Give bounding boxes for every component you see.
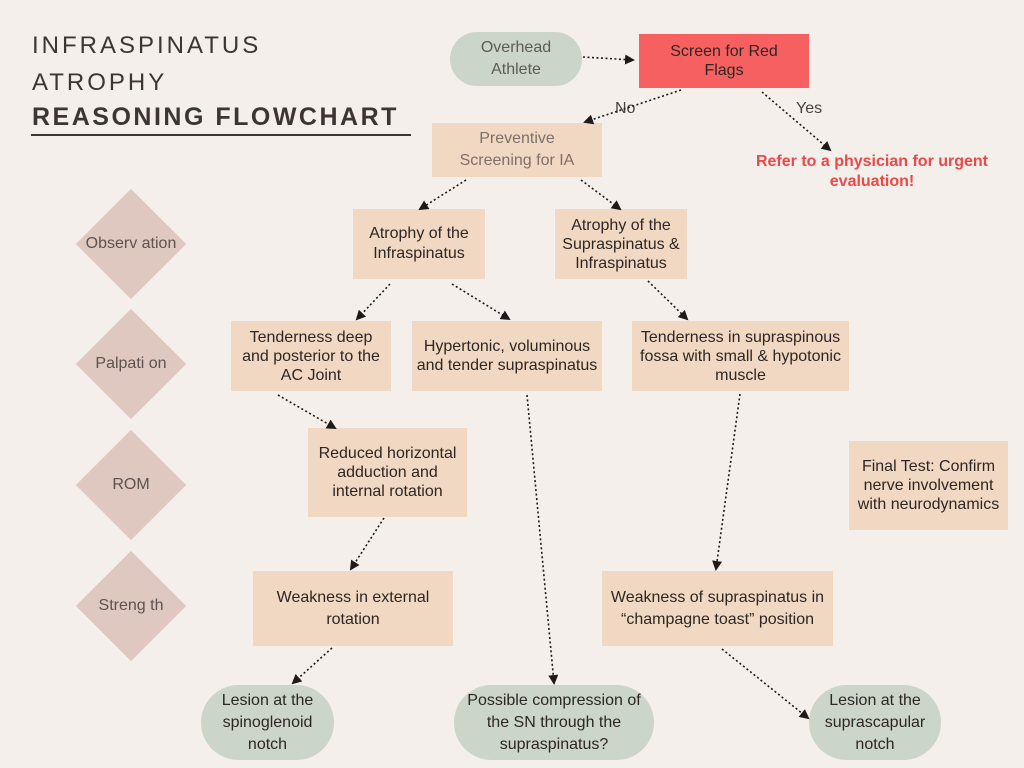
- node-possible-compression: Possible compression of the SN through t…: [454, 685, 654, 760]
- node-lesion-spinoglenoid: Lesion at the spinoglenoid notch: [201, 685, 334, 760]
- arrow-supra-to-fossa: [647, 280, 689, 321]
- node-preventive-screening: Preventive Screening for IA: [432, 123, 602, 177]
- arrow-fossa-to-weak-supra: [712, 393, 741, 571]
- title-line-3: REASONING FLOWCHART: [32, 103, 399, 131]
- stage-palpation: Palpati on: [75, 308, 187, 420]
- stage-strength: Streng th: [75, 550, 187, 662]
- stage-observation: Observ ation: [75, 188, 187, 300]
- title-underline: [31, 134, 411, 136]
- arrow-hypertonic-to-compression: [526, 394, 559, 685]
- node-atrophy-supra-infra: Atrophy of the Supraspinatus & Infraspin…: [555, 209, 687, 279]
- node-overhead-athlete: Overhead Athlete: [450, 32, 582, 86]
- refer-physician-text: Refer to a physician for urgent evaluati…: [755, 153, 989, 190]
- branch-yes-label: Yes: [796, 100, 823, 117]
- node-reduced-rom: Reduced horizontal adduction and interna…: [308, 428, 467, 517]
- arrow-infra-to-hypertonic: [451, 283, 511, 321]
- arrow-weak-supra-to-suprascapular: [721, 648, 810, 720]
- stage-strength-label: Streng th: [98, 597, 164, 614]
- node-weakness-champagne: Weakness of supraspinatus in “champagne …: [602, 571, 833, 646]
- arrow-preventive-to-atrophy-infra: [418, 179, 467, 211]
- node-tenderness-fossa: Tenderness in supraspinous fossa with sm…: [632, 321, 849, 391]
- node-atrophy-infraspinatus: Atrophy of the Infraspinatus: [353, 209, 485, 279]
- arrow-infra-to-tender-ac: [355, 283, 391, 321]
- stage-palpation-label: Palpati on: [95, 355, 167, 372]
- stage-rom-label: ROM: [112, 476, 150, 493]
- arrow-redflags-to-refer: [761, 91, 832, 152]
- node-weakness-external-rotation: Weakness in external rotation: [253, 571, 453, 646]
- node-tenderness-ac-joint: Tenderness deep and posterior to the AC …: [231, 321, 391, 391]
- node-lesion-suprascapular: Lesion at the suprascapular notch: [809, 685, 941, 760]
- node-final-test: Final Test: Confirm nerve involvement wi…: [849, 441, 1008, 530]
- title-line-2: ATROPHY: [32, 69, 168, 96]
- node-screen-red-flags: Screen for Red Flags: [639, 34, 809, 88]
- arrow-start-to-redflags: [582, 54, 635, 65]
- node-hypertonic-supraspinatus: Hypertonic, voluminous and tender supras…: [412, 321, 602, 391]
- title-line-1: INFRASPINATUS: [32, 32, 262, 59]
- arrow-tender-ac-to-rom: [277, 394, 337, 430]
- arrow-weak-ext-to-spino: [291, 647, 333, 685]
- stage-rom: ROM: [75, 429, 187, 541]
- stage-observation-label: Observ ation: [85, 235, 177, 252]
- arrow-rom-to-weak-ext: [349, 517, 385, 571]
- arrow-redflags-to-preventive: [583, 89, 682, 125]
- arrow-preventive-to-atrophy-supra: [580, 179, 622, 211]
